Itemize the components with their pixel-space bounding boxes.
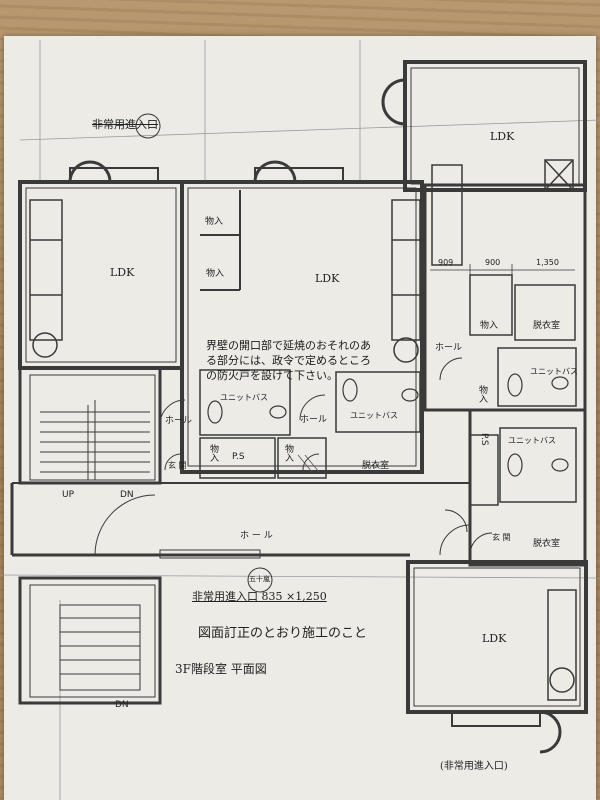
room-label-hall: ホール (300, 415, 328, 425)
corridor (10, 482, 471, 559)
room-label-ldk-top-right: LDK (490, 130, 515, 143)
room-label-ldk-bottom-right: LDK (482, 632, 507, 645)
room-label-unit-bath: ユニットバス (220, 393, 268, 402)
dimension-label: 900 (485, 258, 501, 267)
inspector-stamp: 五十嵐 (249, 575, 270, 583)
room-label-pipe-shaft: P.S (479, 433, 489, 446)
stair-block-top (18, 366, 162, 485)
room-label-entrance: 玄 関 (168, 461, 187, 470)
drawing-title: 3F階段室 平面図 (175, 662, 267, 676)
room-label-storage: 物入 (480, 321, 499, 331)
room-label-storage: 物入 (477, 385, 487, 403)
room-label-storage: 物入 (205, 217, 224, 227)
room-label-hall: ホール (435, 343, 463, 353)
stair-block-bottom (18, 576, 162, 705)
room-label-unit-bath: ユニットバス (530, 367, 578, 376)
room-label-entrance: 玄 関 (492, 533, 511, 542)
room-label-dressing: 脱衣室 (362, 461, 390, 471)
room-label-storage: 物入 (283, 444, 293, 462)
room-label-main-hall: ホ ー ル (240, 531, 273, 541)
room-label-ldk-left: LDK (110, 266, 135, 279)
unit-bottom-right-walls (406, 408, 588, 714)
room-label-dressing: 脱衣室 (533, 321, 561, 331)
room-label-unit-bath: ユニットバス (350, 411, 398, 420)
room-label-storage: 物入 (208, 444, 218, 462)
emergency-entrance-note-top: 非常用進入口 (92, 118, 158, 131)
dimension-label: 1,350 (536, 258, 559, 267)
room-label-unit-bath: ユニットバス (508, 436, 556, 445)
dimension-label: 909 (438, 258, 454, 267)
stair-label-down: DN (120, 490, 134, 500)
emergency-entrance-note-bottom: 非常用進入口 835 ×1,250 (192, 590, 327, 603)
bottom-scrawl: (非常用進入口) (440, 761, 508, 772)
fire-door-note: 界壁の開口部で延焼のおそれのある部分には、政令で定めるところの防火戸を設けて下さ… (206, 339, 371, 382)
room-label-pipe-shaft: P.S (232, 452, 245, 462)
room-label-dressing: 脱衣室 (533, 539, 561, 549)
correction-note: 図面訂正のとおり施工のこと (198, 626, 368, 641)
room-label-hall: ホール (165, 416, 193, 426)
stair-label-down: DN (115, 700, 129, 710)
stair-label-up: UP (62, 490, 75, 500)
room-label-storage: 物入 (206, 269, 225, 279)
room-label-ldk-center: LDK (315, 272, 340, 285)
